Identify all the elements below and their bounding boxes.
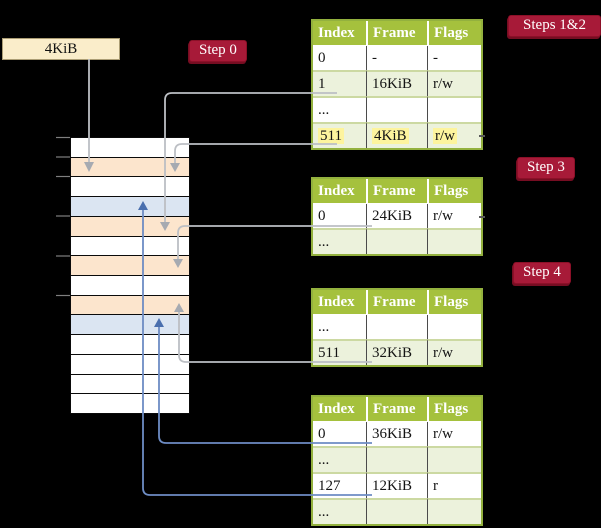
step-0-label: Step 0 bbox=[189, 40, 247, 62]
index-cell: 511 bbox=[313, 122, 366, 148]
frame-cell bbox=[366, 498, 427, 524]
flags-cell: r bbox=[427, 472, 481, 498]
flags-cell: r/w bbox=[427, 122, 481, 148]
index-cell: 0 bbox=[313, 204, 366, 228]
index-column-header: Index bbox=[313, 290, 366, 315]
frame-column-header: Frame bbox=[366, 21, 427, 46]
step-3-label: Step 3 bbox=[517, 157, 575, 179]
frame-cell: 36KiB bbox=[366, 422, 427, 446]
page-table-step-4: Index Frame Flags ... 511 32KiB r/w bbox=[311, 288, 483, 367]
flags-column-header: Flags bbox=[427, 397, 481, 422]
index-cell: 1 bbox=[313, 70, 366, 96]
page-table-step-3: Index Frame Flags 0 24KiB r/w ... bbox=[311, 177, 483, 256]
table-row-ellipsis: ... bbox=[313, 315, 481, 339]
frame-cell: 4KiB bbox=[366, 122, 427, 148]
memory-row-1 bbox=[71, 138, 189, 158]
highlighted-value: 511 bbox=[318, 127, 344, 144]
table-header-row: Index Frame Flags bbox=[313, 21, 481, 46]
memory-row-4 bbox=[71, 197, 189, 217]
flags-cell: r/w bbox=[427, 339, 481, 365]
step-4-label: Step 4 bbox=[513, 262, 571, 284]
table-row: 511 32KiB r/w bbox=[313, 339, 481, 365]
frame-column-header: Frame bbox=[366, 290, 427, 315]
index-cell: 0 bbox=[313, 46, 366, 70]
index-column-header: Index bbox=[313, 397, 366, 422]
memory-row-5 bbox=[71, 216, 189, 237]
table-header-row: Index Frame Flags bbox=[313, 179, 481, 204]
table-row: 1 16KiB r/w bbox=[313, 70, 481, 96]
index-cell: ... bbox=[313, 315, 366, 339]
frame-cell: 24KiB bbox=[366, 204, 427, 228]
memory-row-6 bbox=[71, 236, 189, 257]
memory-row-7 bbox=[71, 256, 189, 277]
memory-row-11 bbox=[71, 335, 189, 355]
frame-cell: 16KiB bbox=[366, 70, 427, 96]
page-table-steps-1-2: Index Frame Flags 0 - - 1 16KiB r/w ... … bbox=[311, 19, 483, 150]
index-cell: 127 bbox=[313, 472, 366, 498]
flags-cell bbox=[427, 96, 481, 122]
table-row: 0 36KiB r/w bbox=[313, 422, 481, 446]
index-column-header: Index bbox=[313, 179, 366, 204]
flags-column-header: Flags bbox=[427, 179, 481, 204]
flags-cell bbox=[427, 315, 481, 339]
table-row-highlighted: 511 4KiB r/w bbox=[313, 122, 481, 148]
frame-cell: 32KiB bbox=[366, 339, 427, 365]
flags-column-header: Flags bbox=[427, 290, 481, 315]
table-row: 0 24KiB r/w bbox=[313, 204, 481, 228]
memory-row-14 bbox=[71, 394, 189, 414]
frame-column-header: Frame bbox=[366, 179, 427, 204]
memory-row-9 bbox=[71, 295, 189, 316]
flags-cell: - bbox=[427, 46, 481, 70]
table-header-row: Index Frame Flags bbox=[313, 397, 481, 422]
table-row-ellipsis: ... bbox=[313, 96, 481, 122]
memory-row-8 bbox=[71, 276, 189, 296]
flags-cell: r/w bbox=[427, 204, 481, 228]
frame-size-box: 4KiB bbox=[2, 38, 120, 60]
table-row: 127 12KiB r bbox=[313, 472, 481, 498]
flags-column-header: Flags bbox=[427, 21, 481, 46]
physical-memory-column bbox=[70, 137, 190, 414]
index-cell: 511 bbox=[313, 339, 366, 365]
steps-1-2-label: Steps 1&2 bbox=[508, 15, 601, 37]
page-table-final: Index Frame Flags 0 36KiB r/w ... 127 12… bbox=[311, 395, 483, 526]
memory-row-3 bbox=[71, 177, 189, 198]
flags-cell bbox=[427, 228, 481, 254]
flags-cell: r/w bbox=[427, 70, 481, 96]
frame-cell: - bbox=[366, 46, 427, 70]
frame-column-header: Frame bbox=[366, 397, 427, 422]
memory-row-10 bbox=[71, 315, 189, 336]
frame-cell bbox=[366, 446, 427, 472]
frame-cell bbox=[366, 228, 427, 254]
frame-size-label: 4KiB bbox=[44, 40, 78, 57]
table-header-row: Index Frame Flags bbox=[313, 290, 481, 315]
frame-cell bbox=[366, 96, 427, 122]
flags-cell: r/w bbox=[427, 422, 481, 446]
index-cell: ... bbox=[313, 498, 366, 524]
table-row: 0 - - bbox=[313, 46, 481, 70]
memory-row-12 bbox=[71, 354, 189, 375]
highlighted-value: 4KiB bbox=[372, 127, 409, 144]
frame-cell bbox=[366, 315, 427, 339]
index-cell: ... bbox=[313, 96, 366, 122]
flags-cell bbox=[427, 446, 481, 472]
flags-cell bbox=[427, 498, 481, 524]
memory-tick-marks bbox=[56, 136, 70, 297]
index-cell: ... bbox=[313, 228, 366, 254]
index-cell: ... bbox=[313, 446, 366, 472]
index-column-header: Index bbox=[313, 21, 366, 46]
highlighted-value: r/w bbox=[433, 127, 457, 144]
index-cell: 0 bbox=[313, 422, 366, 446]
memory-row-13 bbox=[71, 374, 189, 395]
table-row-ellipsis: ... bbox=[313, 498, 481, 524]
frame-cell: 12KiB bbox=[366, 472, 427, 498]
memory-row-2 bbox=[71, 157, 189, 178]
table-row-ellipsis: ... bbox=[313, 228, 481, 254]
table-row-ellipsis: ... bbox=[313, 446, 481, 472]
